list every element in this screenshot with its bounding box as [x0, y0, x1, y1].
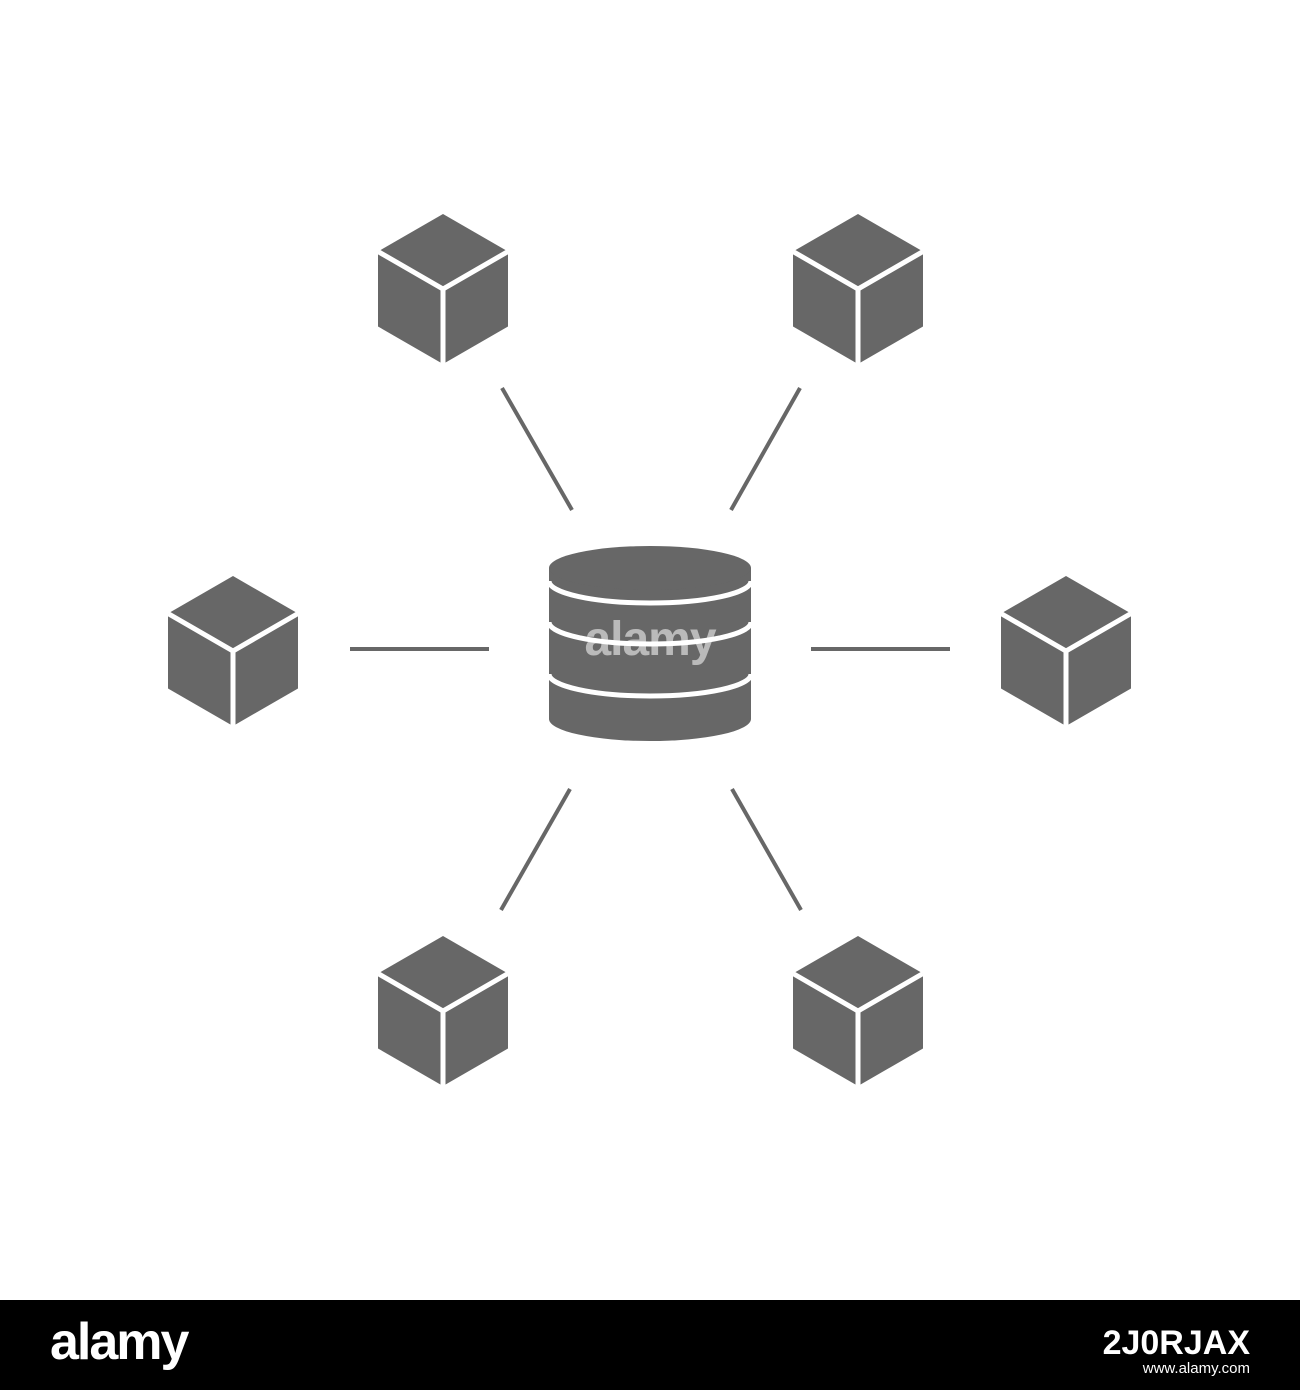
image-id: 2J0RJAX — [1102, 1324, 1250, 1362]
footer-domain: www.alamy.com — [1142, 1360, 1250, 1377]
connector-bottom-right — [730, 788, 803, 911]
connector-lines — [350, 387, 950, 911]
stage: alamy — [0, 0, 1300, 1300]
cube-icon — [168, 576, 298, 726]
hub-network-diagram — [0, 0, 1300, 1300]
connector-bottom-left — [499, 788, 572, 911]
connector-top-right — [729, 387, 802, 511]
cube-icon — [793, 214, 923, 364]
cube-icon — [378, 936, 508, 1086]
cube-icon — [793, 936, 923, 1086]
database-icon — [546, 546, 754, 741]
cube-icon — [1001, 576, 1131, 726]
cube-icon — [378, 214, 508, 364]
footer-logo: alamy — [50, 1313, 189, 1371]
connector-top-left — [500, 387, 574, 511]
footer-bar: alamy 2J0RJAX www.alamy.com — [0, 1300, 1300, 1390]
